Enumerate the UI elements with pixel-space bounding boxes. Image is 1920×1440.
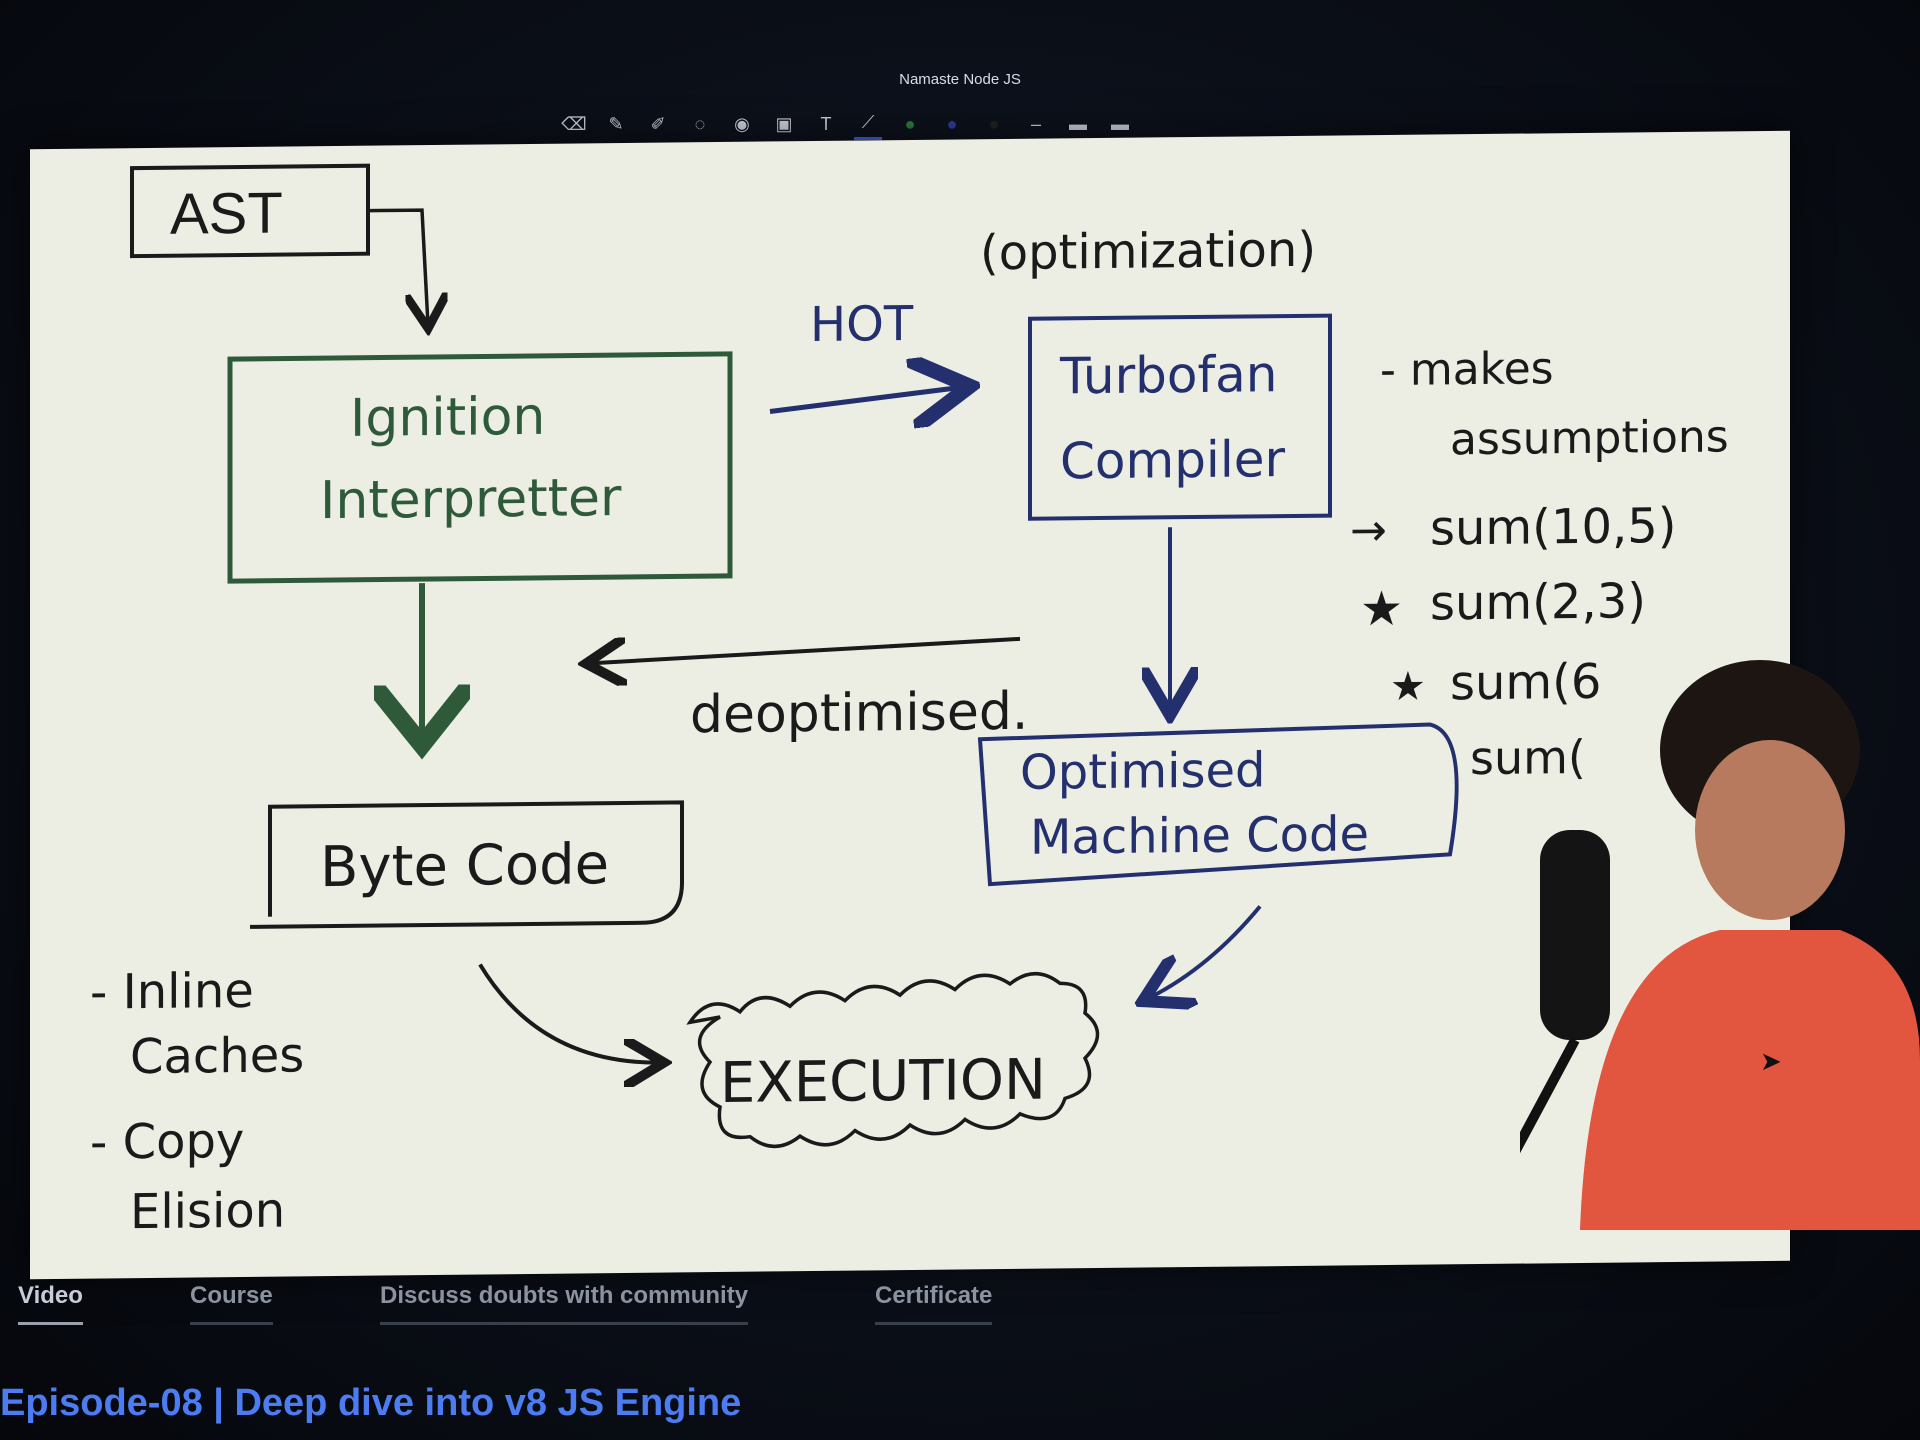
sum-note-2: sum(2,3): [1430, 573, 1646, 631]
sum-note-1: sum(10,5): [1430, 498, 1677, 557]
color-green-icon[interactable]: ●: [904, 113, 916, 134]
bytecode-to-execution-arrow: [478, 963, 660, 1065]
mouse-cursor-icon: ➤: [1760, 1046, 1782, 1076]
drawing-toolbar: ⌫ ✎ ✐ ◌ ◉ ▣ T ⟋ ● ● ● – ▬ ▬: [560, 106, 1134, 142]
tab-discuss[interactable]: Discuss doubts with community: [380, 1282, 749, 1325]
sum-note-3: sum(6: [1450, 654, 1601, 712]
turbofan-node: Turbofan Compiler: [1028, 313, 1332, 521]
whiteboard-canvas[interactable]: AST Ignition Interpretter Byte Code HOT …: [30, 130, 1790, 1280]
star-bullet-2: ★: [1390, 664, 1426, 710]
eraser-icon[interactable]: ⌫: [561, 113, 587, 134]
ignition-label-2: Interpretter: [320, 468, 622, 531]
tab-certificate[interactable]: Certificate: [875, 1282, 993, 1325]
color-blue-icon[interactable]: ●: [946, 113, 958, 134]
highlighter-icon[interactable]: ✐: [650, 113, 666, 134]
window-title: Namaste Node JS: [899, 71, 1021, 88]
ast-to-ignition-arrow: [370, 208, 428, 326]
bytecode-label: Byte Code: [320, 832, 609, 900]
optimised-label-1: Optimised: [1020, 742, 1266, 801]
deoptimised-label: deoptimised.: [690, 682, 1028, 746]
stroke-medium-icon[interactable]: ▬: [1069, 113, 1087, 134]
optimised-node: Optimised Machine Code: [977, 722, 1459, 887]
makes-note: - makes: [1380, 343, 1554, 396]
presenter-video: ➤: [1495, 640, 1920, 1230]
optimization-note: (optimization): [980, 222, 1316, 282]
presenter-face: [1695, 740, 1845, 920]
inline-caches-note-1: - Inline: [90, 963, 254, 1021]
turbofan-label-1: Turbofan: [1059, 345, 1277, 405]
stroke-thick-icon[interactable]: ▬: [1111, 113, 1129, 134]
microphone-stand: [1495, 1037, 1580, 1183]
hot-label: HOT: [810, 296, 914, 353]
execution-node: EXECUTION: [686, 971, 1100, 1149]
execution-label: EXECUTION: [720, 1048, 1046, 1116]
ast-node: AST: [130, 163, 370, 259]
bytecode-node: Byte Code: [250, 800, 684, 929]
ast-label: AST: [170, 181, 283, 247]
assumptions-note: assumptions: [1450, 411, 1729, 465]
pen-icon[interactable]: ✎: [608, 113, 624, 134]
color-black-icon[interactable]: ●: [988, 113, 1000, 134]
copy-elision-note-1: - Copy: [90, 1113, 244, 1171]
text-icon[interactable]: T: [820, 113, 832, 134]
microphone: [1540, 830, 1610, 1040]
stroke-thin-icon[interactable]: –: [1030, 113, 1041, 134]
sum-note-4: sum(: [1470, 730, 1586, 785]
ignition-label-1: Ignition: [350, 387, 545, 449]
deoptimised-arrow: [590, 636, 1021, 664]
tab-course[interactable]: Course: [190, 1282, 273, 1325]
laser-icon[interactable]: ⟋: [854, 109, 882, 140]
lasso-icon[interactable]: ◌: [694, 113, 706, 134]
shapes-icon[interactable]: ◉: [734, 113, 750, 134]
optimised-to-execution-arrow: [1150, 905, 1262, 997]
turbofan-label-2: Compiler: [1060, 430, 1285, 490]
episode-title: Episode-08 | Deep dive into v8 JS Engine: [0, 1382, 742, 1424]
course-tabs: Video Course Discuss doubts with communi…: [0, 1268, 1920, 1348]
hot-arrow: [769, 387, 960, 411]
sum-arrow-bullet: →: [1350, 505, 1387, 556]
star-bullet-1: ★: [1360, 581, 1403, 637]
tab-video[interactable]: Video: [18, 1282, 83, 1325]
copy-elision-note-2: Elision: [130, 1183, 285, 1241]
inline-caches-note-2: Caches: [130, 1027, 304, 1085]
image-icon[interactable]: ▣: [775, 113, 793, 134]
presenter-shirt: [1580, 930, 1920, 1230]
optimised-label-2: Machine Code: [1030, 806, 1369, 866]
ignition-node: Ignition Interpretter: [227, 351, 733, 584]
